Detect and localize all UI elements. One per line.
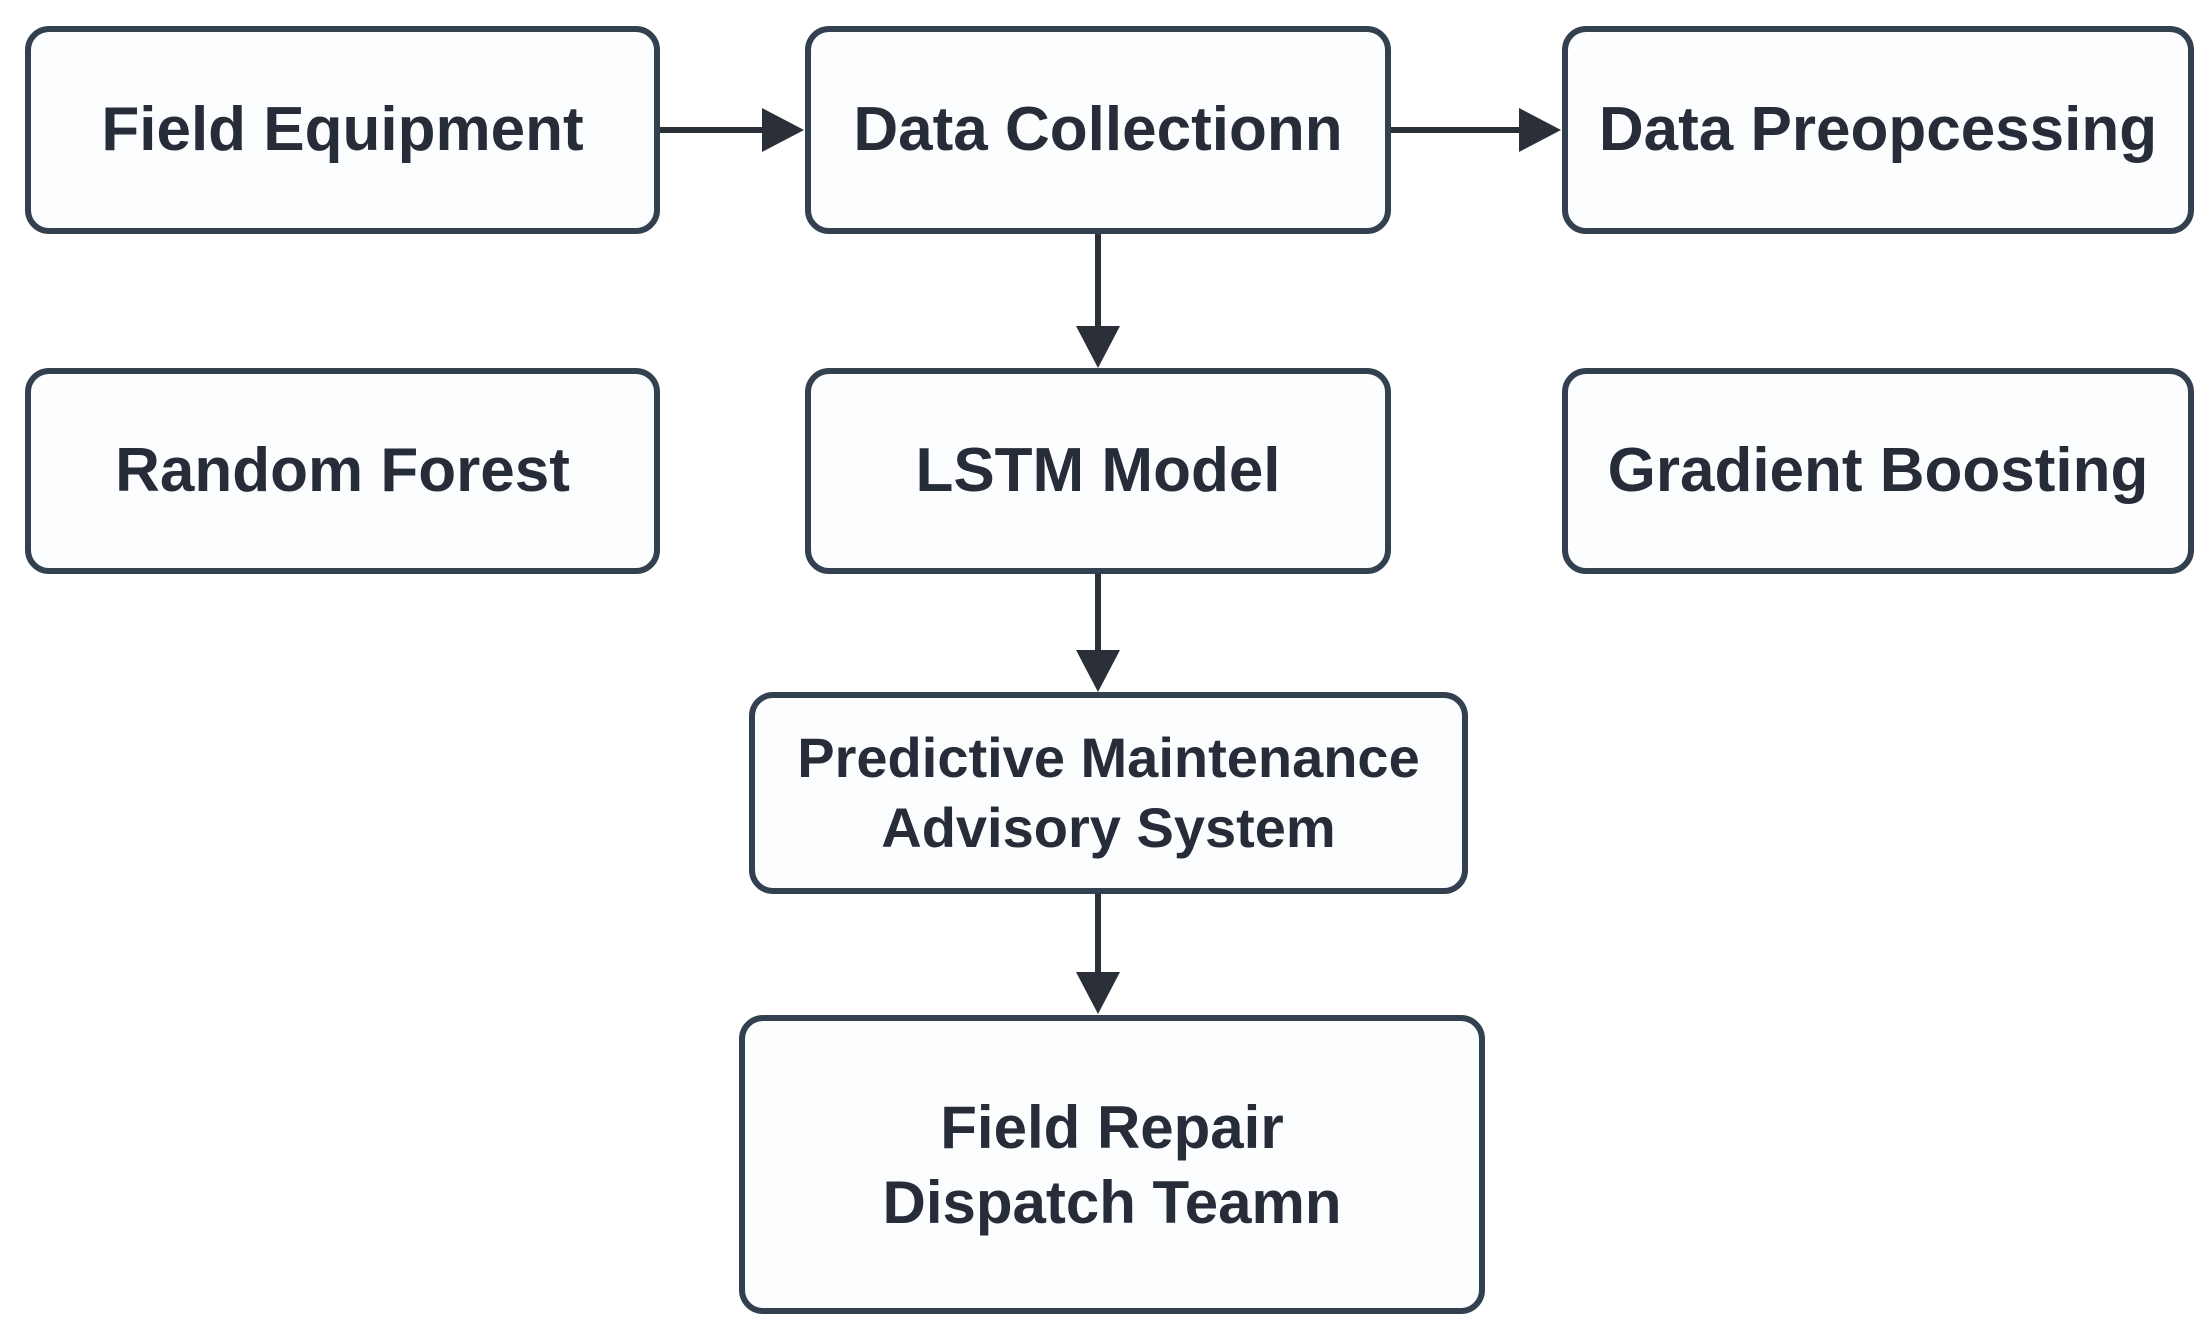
node-gradient-boosting: Gradient Boosting [1562, 368, 2194, 574]
node-field-repair-label: Field Repair Dispatch Teamn [882, 1093, 1342, 1236]
edge-data-collection-to-data-preprocessing-line [1391, 127, 1523, 133]
node-lstm-model-label: LSTM Model [915, 436, 1281, 506]
edge-predictive-maintenance-to-field-repair-line [1095, 894, 1101, 976]
edge-data-collection-to-lstm-model-line [1095, 234, 1101, 328]
node-gradient-boosting-label: Gradient Boosting [1607, 436, 2149, 506]
node-field-equipment-label: Field Equipment [101, 95, 584, 165]
node-predictive-maintenance-advisory-system: Predictive Maintenance Advisory System [749, 692, 1468, 894]
edge-lstm-model-to-predictive-maintenance-line [1095, 574, 1101, 654]
edge-predictive-maintenance-to-field-repair-arrowhead-icon [1076, 972, 1120, 1014]
node-field-repair-dispatch-team: Field Repair Dispatch Teamn [739, 1015, 1485, 1314]
node-data-collection: Data Collectionn [805, 26, 1391, 234]
edge-data-collection-to-data-preprocessing-arrowhead-icon [1519, 108, 1561, 152]
node-predictive-maintenance-label: Predictive Maintenance Advisory System [797, 726, 1420, 859]
node-lstm-model: LSTM Model [805, 368, 1391, 574]
edge-lstm-model-to-predictive-maintenance-arrowhead-icon [1076, 650, 1120, 692]
node-data-collection-label: Data Collectionn [853, 95, 1343, 165]
edge-data-collection-to-lstm-model-arrowhead-icon [1076, 326, 1120, 368]
node-random-forest: Random Forest [25, 368, 660, 574]
edge-field-equipment-to-data-collection-arrowhead-icon [762, 108, 804, 152]
node-field-equipment: Field Equipment [25, 26, 660, 234]
node-data-preprocessing-label: Data Preopcessing [1598, 95, 2158, 165]
node-random-forest-label: Random Forest [115, 436, 570, 506]
edge-field-equipment-to-data-collection-line [660, 127, 766, 133]
node-data-preprocessing: Data Preopcessing [1562, 26, 2194, 234]
